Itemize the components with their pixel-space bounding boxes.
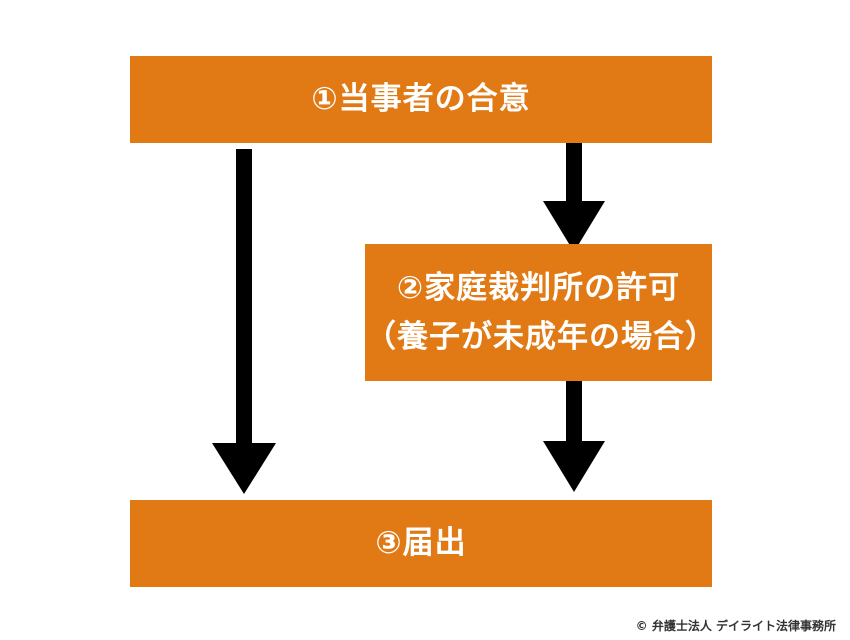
- step-2-label-line2: （養子が未成年の場合）: [365, 318, 717, 355]
- step-3-label: ③届出: [375, 525, 467, 562]
- arrow-step2-to-step3: [543, 381, 605, 492]
- step-1-box: ①当事者の合意: [130, 56, 712, 143]
- arrow-step1-to-step2: [543, 143, 605, 252]
- step-3-box: ③届出: [130, 500, 712, 587]
- step-1-label: ①当事者の合意: [311, 81, 531, 118]
- step-2-label-line1: ②家庭裁判所の許可: [396, 270, 681, 307]
- step-2-box: ②家庭裁判所の許可 （養子が未成年の場合）: [365, 244, 717, 381]
- arrow-step1-to-step3: [212, 149, 276, 494]
- copyright-credit: © 弁護士法人 デイライト法律事務所: [635, 619, 836, 633]
